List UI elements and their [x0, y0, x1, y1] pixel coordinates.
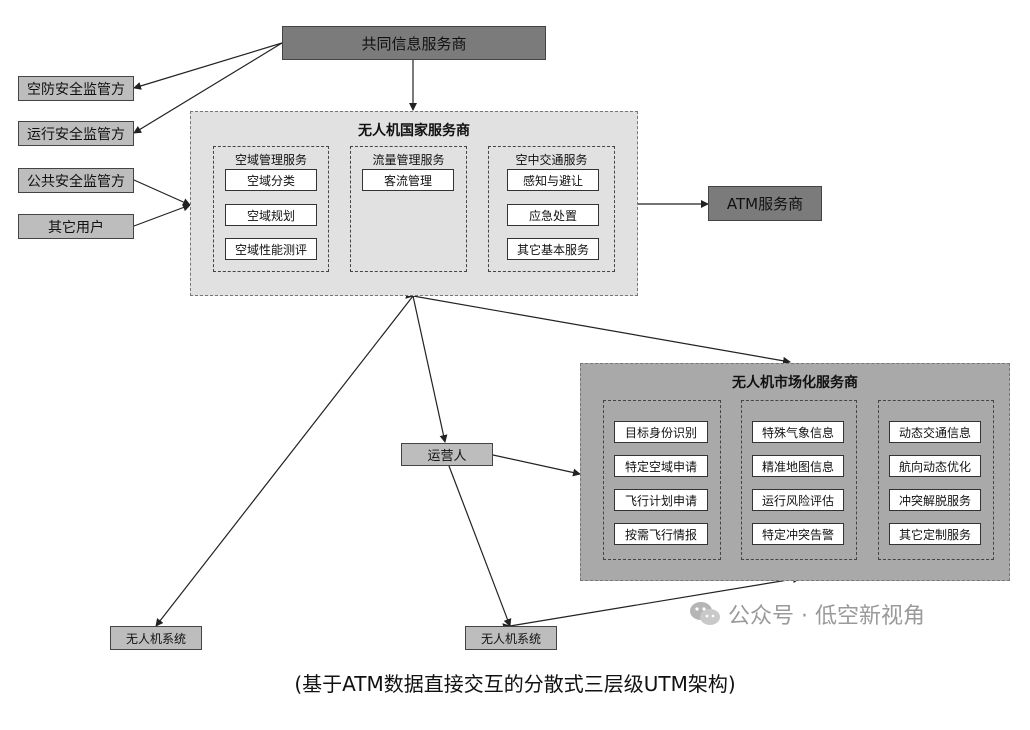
service-item: 感知与避让: [507, 169, 599, 191]
flow-management-group: 流量管理服务 客流管理: [350, 146, 467, 272]
arrow-national-operator: [407, 288, 448, 443]
figure-caption: (基于ATM数据直接交互的分散式三层级UTM架构): [294, 672, 736, 696]
watermark-text: 公众号 · 低空新视角: [728, 604, 925, 629]
service-item: 其它基本服务: [507, 238, 599, 260]
uav-system-right: 无人机系统: [465, 626, 557, 650]
public-safety-regulator: 公共安全监管方: [18, 168, 134, 193]
service-item: 目标身份识别: [614, 421, 708, 443]
uav-system-left: 无人机系统: [110, 626, 202, 650]
service-item: 飞行计划申请: [614, 489, 708, 511]
airdefense-regulator: 空防安全监管方: [18, 76, 134, 101]
service-item: 空域规划: [225, 204, 317, 226]
group-title: 空域管理服务: [234, 153, 307, 167]
arrow-operator-uavright: [442, 458, 512, 627]
service-item: 应急处置: [507, 204, 599, 226]
service-item: 特定空域申请: [614, 455, 708, 477]
watermark: 公众号 · 低空新视角: [688, 598, 925, 630]
service-item: 按需飞行情报: [614, 523, 708, 545]
service-item: 特殊气象信息: [752, 421, 844, 443]
service-item: 客流管理: [362, 169, 454, 191]
arrow-operator-market: [485, 449, 581, 477]
service-item: 冲突解脱服务: [889, 489, 981, 511]
arrow-gonggong-national: [125, 173, 191, 206]
other-users: 其它用户: [18, 214, 134, 239]
service-item: 空域性能测评: [225, 238, 317, 260]
service-item: 运行风险评估: [752, 489, 844, 511]
operation-safety-regulator: 运行安全监管方: [18, 121, 134, 146]
arrow-kongfang-top: [133, 37, 290, 90]
service-item: 动态交通信息: [889, 421, 981, 443]
air-traffic-service-group: 空中交通服务 感知与避让 应急处置 其它基本服务: [488, 146, 615, 272]
atm-service-provider: ATM服务商: [708, 186, 822, 221]
service-item: 空域分类: [225, 169, 317, 191]
national-service-provider: 无人机国家服务商 空域管理服务 空域分类 空域规划 空域性能测评 流量管理服务 …: [190, 111, 638, 296]
service-item: 特定冲突告警: [752, 523, 844, 545]
national-title: 无人机国家服务商: [358, 123, 470, 139]
arrow-other-national: [126, 203, 191, 233]
arrow-yunxing-top: [133, 35, 291, 134]
service-item: 航向动态优化: [889, 455, 981, 477]
operator: 运营人: [401, 443, 493, 466]
arrow-national-market: [405, 290, 791, 365]
market-group-3: 动态交通信息 航向动态优化 冲突解脱服务 其它定制服务: [878, 400, 994, 560]
service-item: 其它定制服务: [889, 523, 981, 545]
arrow-national-uavleft: [155, 288, 421, 627]
market-service-provider: 无人机市场化服务商 目标身份识别 特定空域申请 飞行计划申请 按需飞行情报 特殊…: [580, 363, 1010, 581]
common-info-provider: 共同信息服务商: [282, 26, 546, 60]
group-title: 流量管理服务: [372, 153, 445, 167]
market-title: 无人机市场化服务商: [732, 375, 858, 391]
wechat-icon: [690, 602, 720, 625]
airspace-management-group: 空域管理服务 空域分类 空域规划 空域性能测评: [213, 146, 329, 272]
service-item: 精准地图信息: [752, 455, 844, 477]
market-group-1: 目标身份识别 特定空域申请 飞行计划申请 按需飞行情报: [603, 400, 721, 560]
arrow-uavright-market: [502, 575, 801, 632]
market-group-2: 特殊气象信息 精准地图信息 运行风险评估 特定冲突告警: [741, 400, 857, 560]
group-title: 空中交通服务: [515, 153, 588, 167]
